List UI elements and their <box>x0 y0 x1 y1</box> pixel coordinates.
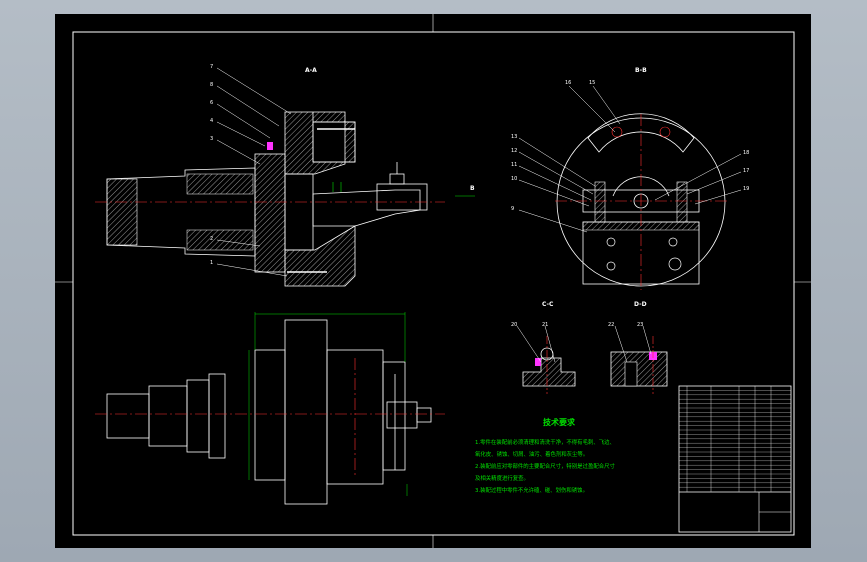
tech-req-line-1: 1.零件在装配前必须清理和清洗干净，不得有毛刺、飞边、 <box>475 438 615 446</box>
leader-6 <box>216 103 271 139</box>
top-shaft-2 <box>148 385 188 447</box>
callout-21: 21 <box>542 322 548 328</box>
drawing-border <box>72 31 795 536</box>
callout-23: 23 <box>637 322 643 328</box>
detail-d-slot <box>624 361 638 387</box>
arc-hole-1 <box>611 126 623 138</box>
support-arm <box>312 189 421 227</box>
section-label-b: B-B <box>635 67 647 74</box>
callout-7: 7 <box>210 64 213 70</box>
shaft-hatch-lower <box>186 229 254 251</box>
leader-16 <box>568 85 616 133</box>
leader-3 <box>216 139 261 165</box>
arc-hole-2 <box>659 126 671 138</box>
section-label-a: A-A <box>305 67 317 74</box>
leader-8 <box>216 85 280 127</box>
bolt-housing-upper <box>312 121 356 163</box>
callout-4: 4 <box>210 118 213 124</box>
drawing-sheet[interactable]: B A-A 7 8 6 4 3 2 1 <box>55 14 811 548</box>
top-view[interactable] <box>95 312 445 505</box>
top-shaft-3 <box>186 379 210 453</box>
callout-19: 19 <box>743 186 749 192</box>
leader-12 <box>518 151 594 195</box>
leader-13 <box>518 137 596 187</box>
callout-13: 13 <box>511 134 517 140</box>
callout-8: 8 <box>210 82 213 88</box>
callout-12: 12 <box>511 148 517 154</box>
leader-21 <box>544 325 556 363</box>
section-label-c: C-C <box>542 301 554 308</box>
top-shaft-4 <box>208 373 226 459</box>
pin-highlight <box>267 142 273 150</box>
base-hole-1 <box>606 237 616 247</box>
front-section-view[interactable]: B A-A 7 8 6 4 3 2 1 <box>95 64 475 287</box>
callout-10: 10 <box>511 176 517 182</box>
callout-20: 20 <box>511 322 517 328</box>
locking-knob <box>389 173 405 185</box>
top-knob <box>416 407 432 423</box>
callout-2: 2 <box>210 236 213 242</box>
shaft-hatch-left <box>106 178 138 246</box>
top-arm <box>382 361 406 471</box>
top-shaft-1 <box>106 393 150 439</box>
clamp-lower <box>284 225 356 287</box>
detail-d-body <box>610 351 668 387</box>
base-hole-2 <box>668 237 678 247</box>
top-flange-1 <box>254 349 286 481</box>
callout-15: 15 <box>589 80 595 86</box>
flange-body <box>254 153 286 273</box>
leader-23 <box>642 325 652 355</box>
tech-req-title: 技术要求 <box>543 417 576 427</box>
leader-1 <box>216 263 288 277</box>
callout-16: 16 <box>565 80 571 86</box>
side-view[interactable]: B-B 16 15 13 12 11 10 9 18 17 <box>511 67 749 290</box>
arc-slot <box>587 113 695 153</box>
callout-3: 3 <box>210 136 213 142</box>
right-post <box>676 181 688 223</box>
leader-15 <box>592 85 621 125</box>
flange-bore <box>284 173 314 251</box>
tech-req-line-2: 氧化皮、锈蚀、切屑、油污、着色剂和灰尘等。 <box>475 450 588 458</box>
detail-c-highlight <box>535 358 541 366</box>
leader-18 <box>654 153 742 201</box>
leader-19 <box>694 189 742 205</box>
clamp-upper <box>284 111 356 175</box>
leader-7 <box>216 67 292 115</box>
callout-1: 1 <box>210 260 213 266</box>
callout-9: 9 <box>511 206 514 212</box>
fixture-assembly-drawing[interactable]: B A-A 7 8 6 4 3 2 1 <box>55 14 811 548</box>
leader-20 <box>516 325 542 363</box>
leader-4 <box>216 121 266 147</box>
callout-17: 17 <box>743 168 749 174</box>
view-arrow-label: B <box>470 185 475 192</box>
base-hole-3 <box>606 261 616 271</box>
detail-sections[interactable]: C-C D-D 20 21 22 23 <box>511 301 668 394</box>
tech-req-line-5: 3.装配过程中零件不允许磕、碰、划伤和锈蚀。 <box>475 486 588 494</box>
technical-requirements: 技术要求 1.零件在装配前必须清理和清洗干净，不得有毛刺、飞边、 氧化皮、锈蚀、… <box>475 417 616 494</box>
leader-17 <box>686 171 742 195</box>
callout-22: 22 <box>608 322 614 328</box>
parts-list-table[interactable] <box>678 385 792 533</box>
shaft-hatch-upper <box>186 173 254 195</box>
leader-9 <box>518 209 588 233</box>
leader-22 <box>614 325 628 363</box>
leader-11 <box>518 165 592 201</box>
callout-18: 18 <box>743 150 749 156</box>
detail-c-body <box>522 357 576 387</box>
left-post <box>594 181 606 223</box>
callout-6: 6 <box>210 100 213 106</box>
callout-11: 11 <box>511 162 517 168</box>
parts-list-frame <box>678 385 792 533</box>
tech-req-line-4: 及相关精度进行复查。 <box>475 474 529 482</box>
base-hole-4 <box>668 257 682 271</box>
top-flange-2 <box>284 319 328 505</box>
section-label-d: D-D <box>634 301 647 308</box>
leader-2 <box>216 239 261 247</box>
swing-block <box>376 183 428 211</box>
tech-req-line-3: 2.装配前应对零部件的主要配合尺寸，特别是过盈配合尺寸 <box>475 462 616 470</box>
leader-10 <box>518 179 590 207</box>
top-swing-block <box>386 401 418 429</box>
